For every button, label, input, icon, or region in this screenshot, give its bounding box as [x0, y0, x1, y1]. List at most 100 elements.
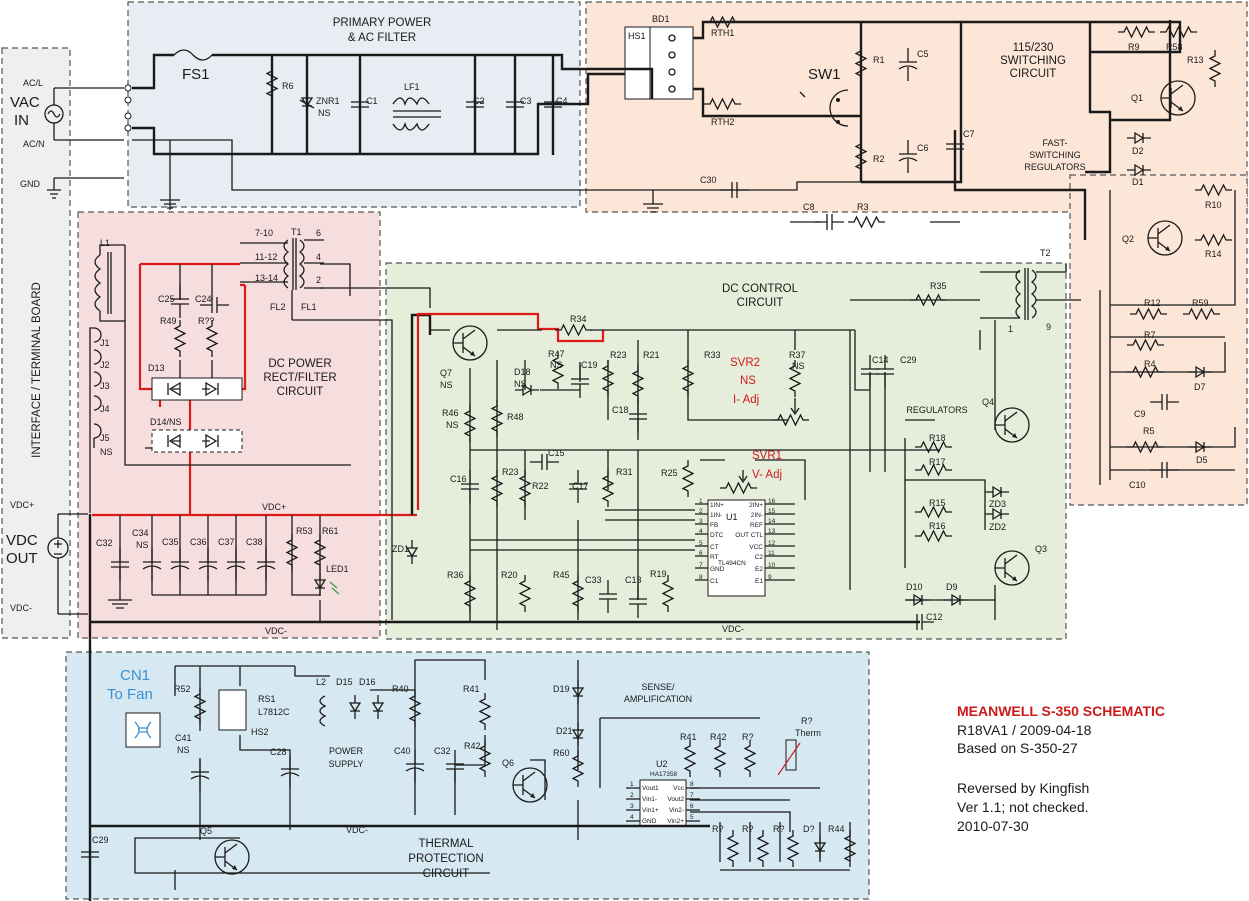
svg-text:OUT CTL: OUT CTL	[735, 532, 763, 539]
r1-label: R1	[873, 55, 885, 65]
q7-ns: NS	[440, 380, 453, 390]
d1-label: D1	[1132, 177, 1144, 187]
vac-in-terminal: AC/L AC/N GND VAC IN	[10, 78, 132, 199]
c17-label: C17	[572, 481, 589, 491]
notes-line4: Ver 1.1; not checked.	[957, 799, 1089, 815]
notes-line2: Based on S-350-27	[957, 740, 1078, 756]
r10-label: R10	[1205, 200, 1222, 210]
d14-label: D14/NS	[150, 417, 182, 427]
svr2-potentiometer	[771, 398, 810, 426]
svg-text:VAC: VAC	[10, 94, 40, 111]
svg-text:AC/L: AC/L	[23, 78, 43, 88]
r2-label: R2	[873, 154, 885, 164]
r31-label: R31	[616, 467, 633, 477]
q1-label: Q1	[1131, 93, 1143, 103]
section-fast-regulators	[1069, 174, 1248, 506]
u2-label: U2	[656, 759, 668, 769]
svg-text:FB: FB	[710, 522, 718, 529]
t1-label: T1	[291, 227, 302, 237]
t1-1112: 11-12	[255, 252, 277, 262]
svg-text:3: 3	[699, 518, 703, 525]
svg-text:GND: GND	[710, 566, 725, 573]
r4-label: R4	[1144, 359, 1156, 369]
c4-label: C4	[556, 96, 568, 106]
fast-regs-2: SWITCHING	[1029, 150, 1081, 160]
r14-label: R14	[1205, 249, 1222, 259]
r40-label: R40	[392, 684, 409, 694]
d10-label: D10	[906, 582, 923, 592]
thermal-wiring	[134, 659, 851, 890]
r20-label: R20	[501, 570, 518, 580]
svg-text:Vin1-: Vin1-	[642, 796, 657, 803]
rs1-part: L7812C	[258, 707, 290, 717]
svg-text:OUT: OUT	[6, 550, 38, 567]
rth1-label: RTH1	[711, 28, 734, 38]
svg-text:2IN+: 2IN+	[749, 502, 763, 509]
switching-wiring	[612, 20, 1182, 240]
c25-label: C25	[158, 294, 175, 304]
zd3-label: ZD3	[989, 499, 1006, 509]
rq4-label: R?	[773, 824, 785, 834]
svg-text:Vin2-: Vin2-	[669, 807, 684, 814]
bd1-label: BD1	[652, 14, 670, 24]
lf1-choke	[392, 97, 441, 131]
vdc-minus-rail-label: VDC-	[265, 626, 287, 636]
rth2-label: RTH2	[711, 117, 734, 127]
d16-label: D16	[359, 677, 376, 687]
c38-label: C38	[246, 537, 263, 547]
r41-label-a: R41	[463, 684, 480, 694]
d7-label: D7	[1194, 382, 1206, 392]
svg-text:10: 10	[768, 562, 776, 569]
j1-label: J1	[100, 338, 110, 348]
switching-title-2: SWITCHING	[1000, 55, 1066, 67]
svg-text:1: 1	[699, 498, 703, 505]
section-primary-power	[127, 1, 581, 208]
dc-control-title-1: DC CONTROL	[722, 283, 799, 295]
cn1-sub: To Fan	[107, 686, 153, 703]
svg-text:Vcc: Vcc	[673, 785, 685, 792]
q7-label: Q7	[440, 368, 452, 378]
r22-label: R22	[532, 481, 549, 491]
power-supply-1: POWER	[329, 746, 364, 756]
u1-label: U1	[726, 512, 738, 522]
d18-label: D18	[514, 367, 531, 377]
r46-label: R46	[442, 408, 459, 418]
thermal-title-3: CIRCUIT	[423, 868, 470, 880]
svg-text:VDC: VDC	[6, 532, 38, 549]
r34-label: R34	[570, 314, 587, 324]
svg-text:GND: GND	[20, 179, 41, 189]
dq-label: D?	[803, 824, 815, 834]
bd1-bridge	[624, 26, 694, 100]
cn1-fan	[125, 712, 161, 748]
svg-text:7: 7	[690, 792, 694, 799]
sw1-label: SW1	[808, 66, 841, 83]
l1-label: L1	[100, 238, 110, 248]
rq3-label: R?	[742, 824, 754, 834]
r59-label: R59	[1192, 298, 1209, 308]
vdc-out-terminal: VDC+ VDC- VDC OUT	[6, 500, 88, 615]
dc-control-title-2: CIRCUIT	[737, 297, 784, 309]
r15-label: R15	[929, 498, 946, 508]
svg-text:7: 7	[699, 562, 703, 569]
r9-label: R9	[1128, 42, 1140, 52]
c15-label: C15	[548, 448, 565, 458]
rqq-label: R??	[198, 316, 215, 326]
led1-indicator	[314, 571, 340, 597]
c33-label: C33	[585, 575, 602, 585]
svg-text:2IN-: 2IN-	[751, 512, 763, 519]
c8-capacitor	[814, 213, 845, 231]
fast-regs-wiring	[1099, 190, 1236, 485]
d18-ns: NS	[514, 379, 527, 389]
c2-label: C2	[473, 96, 485, 106]
svg-text:Vout2: Vout2	[667, 796, 684, 803]
svg-text:8: 8	[690, 781, 694, 788]
svg-text:4: 4	[630, 814, 634, 821]
svg-text:C2: C2	[755, 554, 764, 561]
c41-label: C41	[175, 733, 192, 743]
t1-4: 4	[316, 252, 321, 262]
r19-label: R19	[650, 569, 667, 579]
c19-label: C19	[581, 360, 598, 370]
l1-inductor	[94, 244, 125, 322]
svg-text:8: 8	[699, 574, 703, 581]
